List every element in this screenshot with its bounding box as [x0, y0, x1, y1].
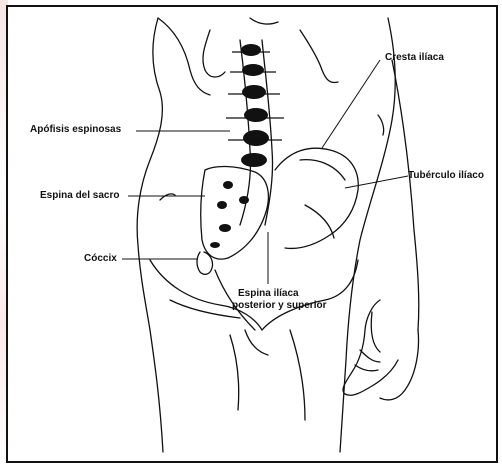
body-outline-right — [340, 18, 395, 452]
label-cresta-iliaca: Cresta ilíaca — [385, 52, 444, 64]
vertebrae-dark-shapes — [210, 44, 269, 248]
right-forearm — [380, 330, 418, 400]
label-apofisis-espinosas: Apófisis espinosas — [30, 124, 121, 136]
left-arm-outline — [158, 18, 210, 95]
right-arm-outline — [392, 60, 419, 330]
label-tuberculo-iliaco: Tubérculo ilíaco — [408, 170, 484, 182]
leader-cresta-iliaca — [322, 60, 380, 148]
label-espina-iliaca-line2: posterior y superior — [232, 300, 326, 312]
label-coccix: Cóccix — [84, 253, 117, 265]
body-outline-left — [137, 18, 163, 452]
label-espina-iliaca-line1: Espina ilíaca — [238, 288, 299, 300]
ilium-outline — [275, 148, 358, 248]
label-espina-del-sacro: Espina del sacro — [40, 190, 119, 202]
leader-tuberculo — [345, 176, 408, 188]
hand-outline — [343, 300, 398, 395]
